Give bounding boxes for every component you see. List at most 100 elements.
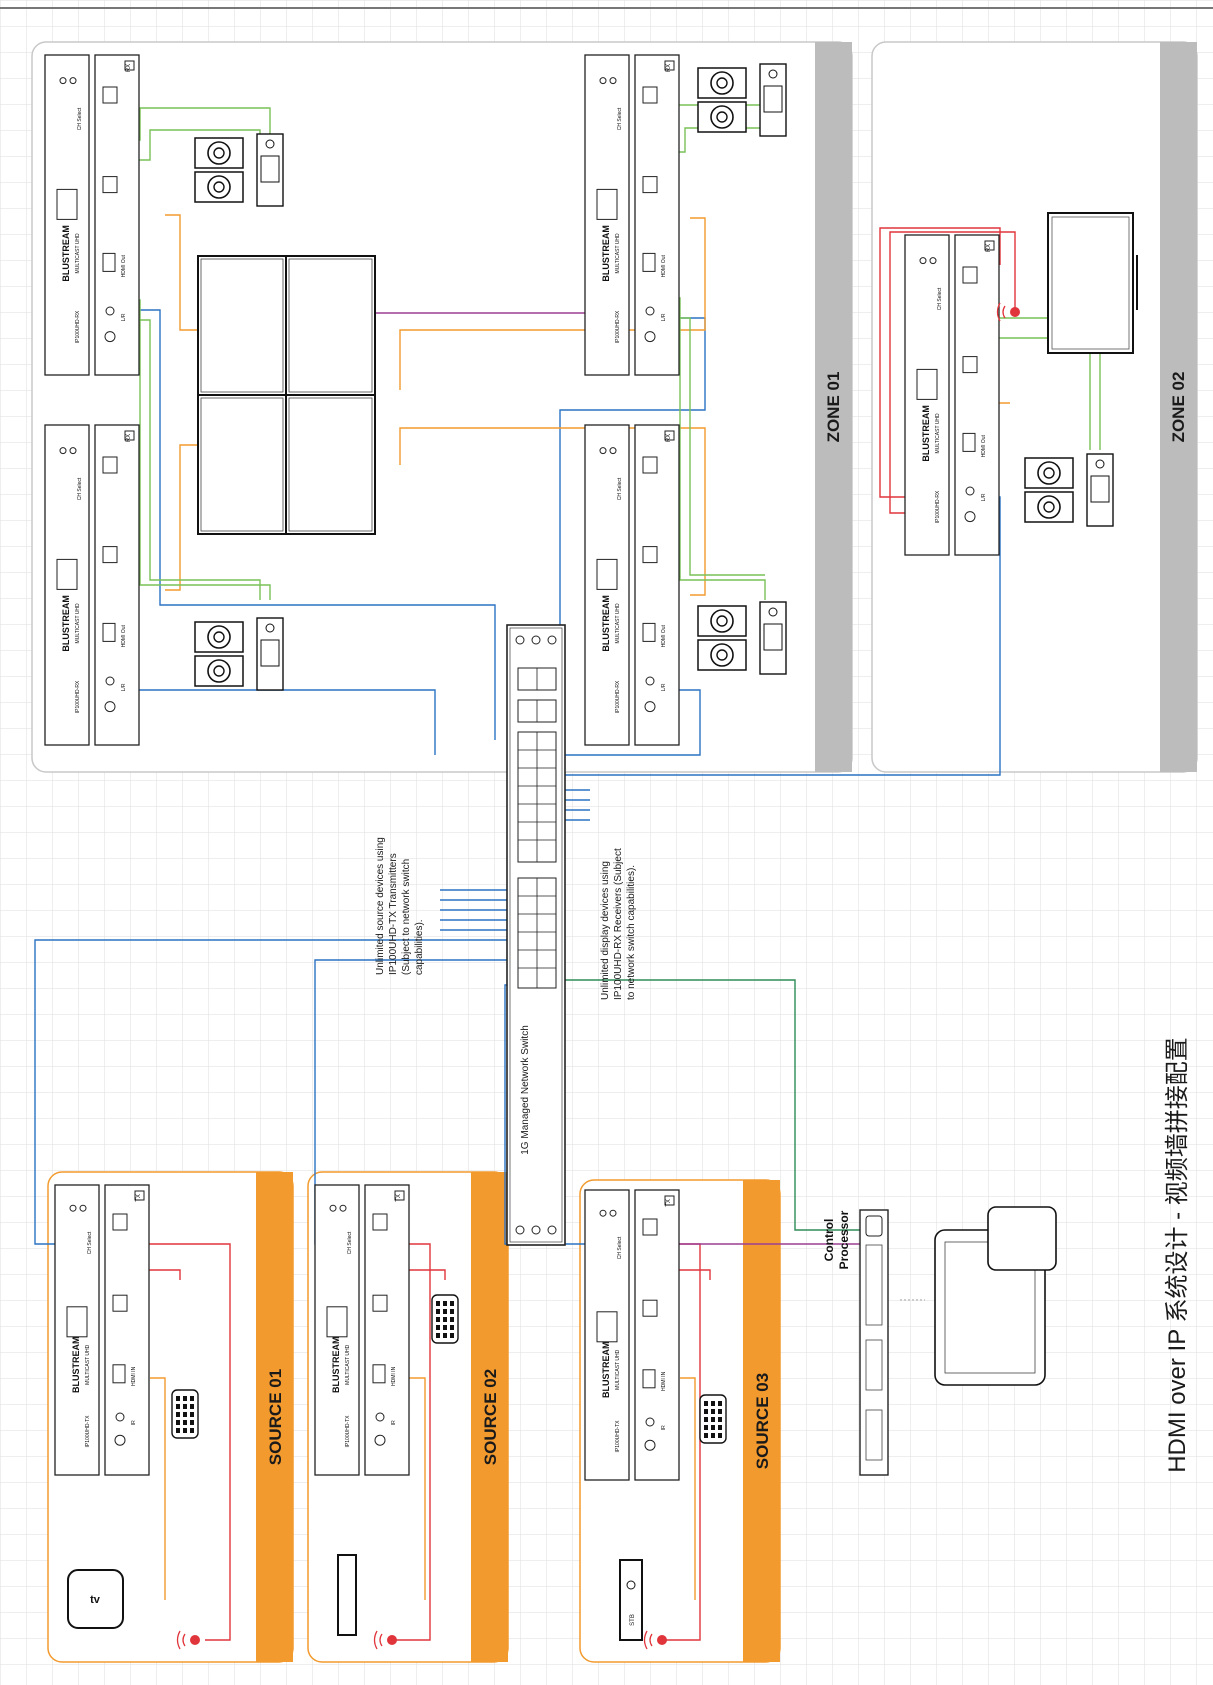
zone02-rx-1-ch-select: CH Select bbox=[937, 287, 943, 310]
svg-text:capabilities).: capabilities). bbox=[414, 919, 425, 975]
zone-02-label: ZONE 02 bbox=[1169, 372, 1188, 443]
zone01-rx-3-audio-label: L/R bbox=[661, 313, 667, 321]
source01-tx-model: IP100UHD-TX bbox=[85, 1415, 91, 1448]
zone02-rx-1-badge: RX bbox=[986, 244, 992, 252]
source02-tx-audio-label: IR bbox=[391, 1420, 397, 1425]
zone01-speakers-4 bbox=[697, 601, 787, 675]
zone01-rx-4-ch-select: CH Select bbox=[617, 477, 623, 500]
zone01-rx-4-badge: RX bbox=[666, 434, 672, 442]
zone01-rx-1-badge: RX bbox=[126, 64, 132, 72]
zone01-rx-2-ch-select: CH Select bbox=[77, 477, 83, 500]
zone01-rx-2-model: IP100UHD-RX bbox=[75, 680, 81, 713]
zone02-rx-1-hdmi-label: HDMI Out bbox=[981, 434, 987, 457]
zone01-rx-2-hdmi-label: HDMI Out bbox=[121, 624, 127, 647]
svg-text:Unlimited display devices usin: Unlimited display devices using bbox=[600, 861, 611, 1000]
svg-text:IP100UHD-TX Transmitters: IP100UHD-TX Transmitters bbox=[388, 853, 399, 975]
source02-tx-model: IP100UHD-TX bbox=[345, 1415, 351, 1448]
source01-remote bbox=[171, 1389, 199, 1439]
zone-01-label: ZONE 01 bbox=[824, 372, 843, 443]
source02-tx-badge: TX bbox=[396, 1194, 402, 1202]
source-02-label: SOURCE 02 bbox=[481, 1369, 500, 1465]
source02-tx: BLUSTREAM MULTICAST UHD IP100UHD-TX CH Sele… bbox=[314, 1184, 410, 1476]
source02-remote bbox=[431, 1294, 459, 1344]
zone01-rx-3-series: MULTICAST UHD bbox=[615, 233, 621, 273]
source01-tx-brand: BLUSTREAM bbox=[71, 1337, 81, 1394]
source03-tx-hdmi-label: HDMI IN bbox=[661, 1371, 667, 1391]
zone01-rx-3-ch-select: CH Select bbox=[617, 107, 623, 130]
zone01-rx-2-badge: RX bbox=[126, 434, 132, 442]
source01-tx-hdmi-label: HDMI IN bbox=[131, 1366, 137, 1386]
zone01-rx-4-audio-label: L/R bbox=[661, 683, 667, 691]
zone01-rx-3-hdmi-label: HDMI Out bbox=[661, 254, 667, 277]
zone01-speakers-3 bbox=[697, 63, 787, 137]
source01-ir-emitter bbox=[176, 1630, 200, 1650]
source03-ir-emitter bbox=[643, 1630, 667, 1650]
zone01-rx-1-model: IP100UHD-RX bbox=[75, 310, 81, 343]
zone01-rx-2-series: MULTICAST UHD bbox=[75, 603, 81, 643]
zone01-rx-1-series: MULTICAST UHD bbox=[75, 233, 81, 273]
control-processor: Control Processor bbox=[822, 1209, 889, 1476]
svg-text:(Subject to network switch: (Subject to network switch bbox=[401, 859, 412, 975]
zone02-display bbox=[1047, 212, 1138, 354]
page-title: HDMI over IP 系统设计 - 视频墙拼接配置 bbox=[1164, 1037, 1191, 1473]
source-03-panel: SOURCE 03 bbox=[579, 1179, 781, 1663]
zone01-rx-1-hdmi-label: HDMI Out bbox=[121, 254, 127, 277]
rx-note: Unlimited display devices using IP100UHD… bbox=[600, 848, 637, 1000]
zone02-rx-1-model: IP100UHD-RX bbox=[935, 490, 941, 523]
apple-tv-icon: tv bbox=[90, 1594, 101, 1606]
tx-note: Unlimited source devices using IP100UHD-… bbox=[375, 837, 425, 975]
source01-tx-audio-label: IR bbox=[131, 1420, 137, 1425]
zone02-rx-1-series: MULTICAST UHD bbox=[935, 413, 941, 453]
svg-text:Unlimited source devices using: Unlimited source devices using bbox=[375, 837, 386, 975]
source01-tx-ch-select: CH Select bbox=[87, 1231, 93, 1254]
ir-cables bbox=[135, 227, 1016, 1641]
tablet-and-phone bbox=[900, 1206, 1057, 1386]
zone01-rx-3-badge: RX bbox=[666, 64, 672, 72]
zone01-rx-4-model: IP100UHD-RX bbox=[615, 680, 621, 713]
svg-text:to network switch capabilities: to network switch capabilities). bbox=[626, 865, 637, 1000]
bluray-source bbox=[337, 1554, 357, 1636]
zone01-rx-2: BLUSTREAM MULTICAST UHD IP100UHD-RX CH Sele… bbox=[44, 424, 140, 746]
zone01-rx-1-brand: BLUSTREAM bbox=[61, 225, 71, 282]
zone01-rx-3-brand: BLUSTREAM bbox=[601, 225, 611, 282]
zone01-rx-3: BLUSTREAM MULTICAST UHD IP100UHD-RX CH Sele… bbox=[584, 54, 680, 376]
device-layer: BLUSTREAM MULTICAST UHD IP100UHD-RX CH Sele… bbox=[44, 54, 1114, 1650]
zone01-rx-3-model: IP100UHD-RX bbox=[615, 310, 621, 343]
zone01-rx-4-brand: BLUSTREAM bbox=[601, 595, 611, 652]
switch-label: 1G Managed Network Switch bbox=[520, 1025, 531, 1155]
source02-tx-ch-select: CH Select bbox=[347, 1231, 353, 1254]
zone01-rx-1-audio-label: L/R bbox=[121, 313, 127, 321]
video-wall bbox=[197, 255, 376, 535]
stb-source: STB bbox=[619, 1559, 643, 1641]
control-cable bbox=[560, 979, 860, 1231]
source02-ir-emitter bbox=[373, 1630, 397, 1650]
source03-tx-brand: BLUSTREAM bbox=[601, 1342, 611, 1399]
source02-tx-series: MULTICAST UHD bbox=[345, 1344, 351, 1384]
source03-tx-ch-select: CH Select bbox=[617, 1236, 623, 1259]
source02-tx-hdmi-label: HDMI IN bbox=[391, 1366, 397, 1386]
zone01-rx-4-series: MULTICAST UHD bbox=[615, 603, 621, 643]
zone01-rx-4-hdmi-label: HDMI Out bbox=[661, 624, 667, 647]
svg-text:Processor: Processor bbox=[837, 1210, 851, 1269]
source01-tx-badge: TX bbox=[136, 1194, 142, 1202]
rs232-cables bbox=[372, 312, 860, 1245]
zone01-rx-2-brand: BLUSTREAM bbox=[61, 595, 71, 652]
apple-tv-source: tv bbox=[67, 1569, 124, 1629]
source03-tx-badge: TX bbox=[666, 1199, 672, 1207]
network-switch: 1G Managed Network Switch bbox=[506, 624, 566, 1246]
source-01-label: SOURCE 01 bbox=[266, 1369, 285, 1465]
zone01-speakers-1 bbox=[194, 133, 284, 207]
source01-tx-series: MULTICAST UHD bbox=[85, 1344, 91, 1384]
stb-label: STB bbox=[630, 1614, 636, 1626]
zone01-speakers-2 bbox=[194, 617, 284, 691]
hdmi-cables bbox=[150, 214, 1010, 1600]
svg-text:IP100UHD-RX Receivers (Subject: IP100UHD-RX Receivers (Subject bbox=[613, 848, 624, 1000]
source-03-label: SOURCE 03 bbox=[753, 1373, 772, 1469]
zone02-speakers bbox=[1024, 453, 1114, 527]
source02-tx-brand: BLUSTREAM bbox=[331, 1337, 341, 1394]
zone02-rx-1-audio-label: L/R bbox=[981, 493, 987, 501]
